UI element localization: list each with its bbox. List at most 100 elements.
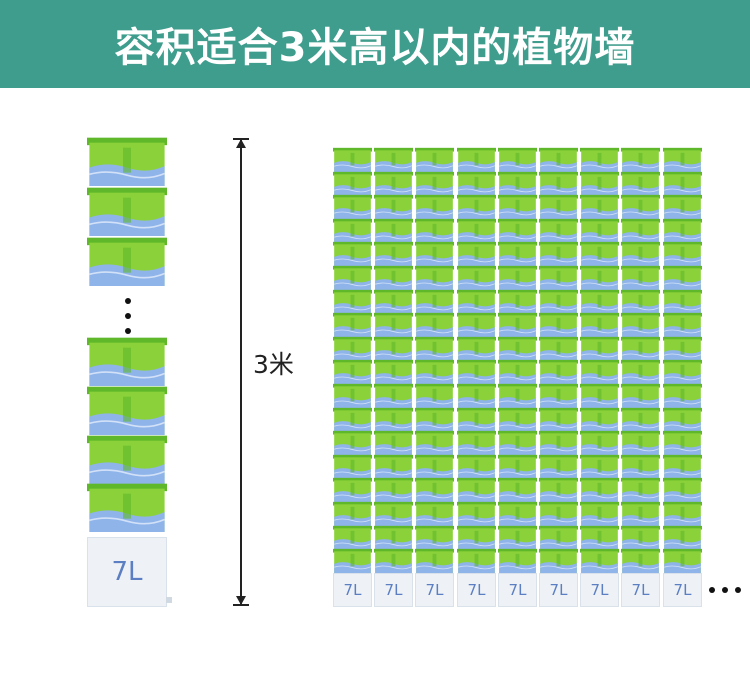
wall-planter [621,336,660,361]
stacked-planter [87,136,167,186]
wall-water-tank: 7L [539,573,578,607]
wall-planter [457,407,496,432]
wall-planter [663,241,702,266]
wall-water-tank: 7L [374,573,413,607]
wall-planter [498,336,537,361]
tank-outlet [166,597,172,603]
wall-planter [498,171,537,196]
header-banner: 容积适合3米高以内的植物墙 [0,0,750,88]
wall-planter [374,218,413,243]
wall-planter [457,312,496,337]
wall-planter [621,147,660,172]
height-scale-line [240,139,242,605]
wall-planter [333,171,372,196]
wall-planter [539,194,578,219]
wall-planter [457,289,496,314]
wall-planter [333,548,372,573]
wall-planter [621,454,660,479]
wall-planter [580,289,619,314]
wall-planter [580,218,619,243]
wall-planter [621,312,660,337]
wall-planter [539,501,578,526]
wall-planter [621,265,660,290]
wall-planter [498,407,537,432]
wall-planter [663,548,702,573]
wall-planter [457,336,496,361]
wall-tank-capacity-label: 7L [508,581,527,599]
wall-planter [415,359,454,384]
wall-planter [539,359,578,384]
wall-planter [580,383,619,408]
wall-planter [580,336,619,361]
wall-planter [457,477,496,502]
wall-planter [457,171,496,196]
wall-planter [580,525,619,550]
wall-planter [580,477,619,502]
wall-planter [374,477,413,502]
wall-planter [374,289,413,314]
wall-planter [374,501,413,526]
wall-tank-capacity-label: 7L [631,581,650,599]
wall-planter [333,241,372,266]
wall-planter [498,218,537,243]
wall-planter [415,147,454,172]
wall-planter [621,218,660,243]
wall-planter [457,218,496,243]
wall-water-tank: 7L [415,573,454,607]
wall-planter [415,525,454,550]
wall-planter [580,171,619,196]
wall-planter [621,477,660,502]
wall-planter [457,359,496,384]
wall-planter [539,548,578,573]
horizontal-ellipsis-icon [707,586,743,594]
wall-water-tank: 7L [580,573,619,607]
wall-planter [415,312,454,337]
wall-water-tank: 7L [621,573,660,607]
wall-planter [621,171,660,196]
wall-planter [498,525,537,550]
wall-tank-capacity-label: 7L [549,581,568,599]
wall-tank-capacity-label: 7L [343,581,362,599]
wall-planter [415,171,454,196]
wall-planter [498,265,537,290]
wall-planter [539,171,578,196]
wall-planter [333,359,372,384]
wall-planter [580,501,619,526]
wall-planter [374,407,413,432]
wall-planter [663,477,702,502]
wall-planter [498,477,537,502]
wall-planter [621,241,660,266]
wall-planter [333,194,372,219]
wall-planter [663,147,702,172]
wall-planter [333,218,372,243]
wall-planter [498,548,537,573]
wall-planter [580,312,619,337]
wall-planter [621,501,660,526]
wall-planter [580,454,619,479]
wall-tank-capacity-label: 7L [425,581,444,599]
wall-planter [663,194,702,219]
wall-planter [539,147,578,172]
wall-planter [663,454,702,479]
wall-planter [457,430,496,455]
wall-planter [498,241,537,266]
wall-planter [415,289,454,314]
wall-planter [333,454,372,479]
wall-planter [621,525,660,550]
wall-planter [539,336,578,361]
wall-water-tank: 7L [457,573,496,607]
wall-planter [621,407,660,432]
wall-planter [663,430,702,455]
wall-planter [663,218,702,243]
wall-planter [498,501,537,526]
wall-planter [663,336,702,361]
wall-planter [415,265,454,290]
wall-planter [457,194,496,219]
wall-planter [580,265,619,290]
wall-planter [663,407,702,432]
wall-planter [374,312,413,337]
wall-water-tank: 7L [333,573,372,607]
wall-planter [457,525,496,550]
wall-planter [580,548,619,573]
wall-planter [663,525,702,550]
